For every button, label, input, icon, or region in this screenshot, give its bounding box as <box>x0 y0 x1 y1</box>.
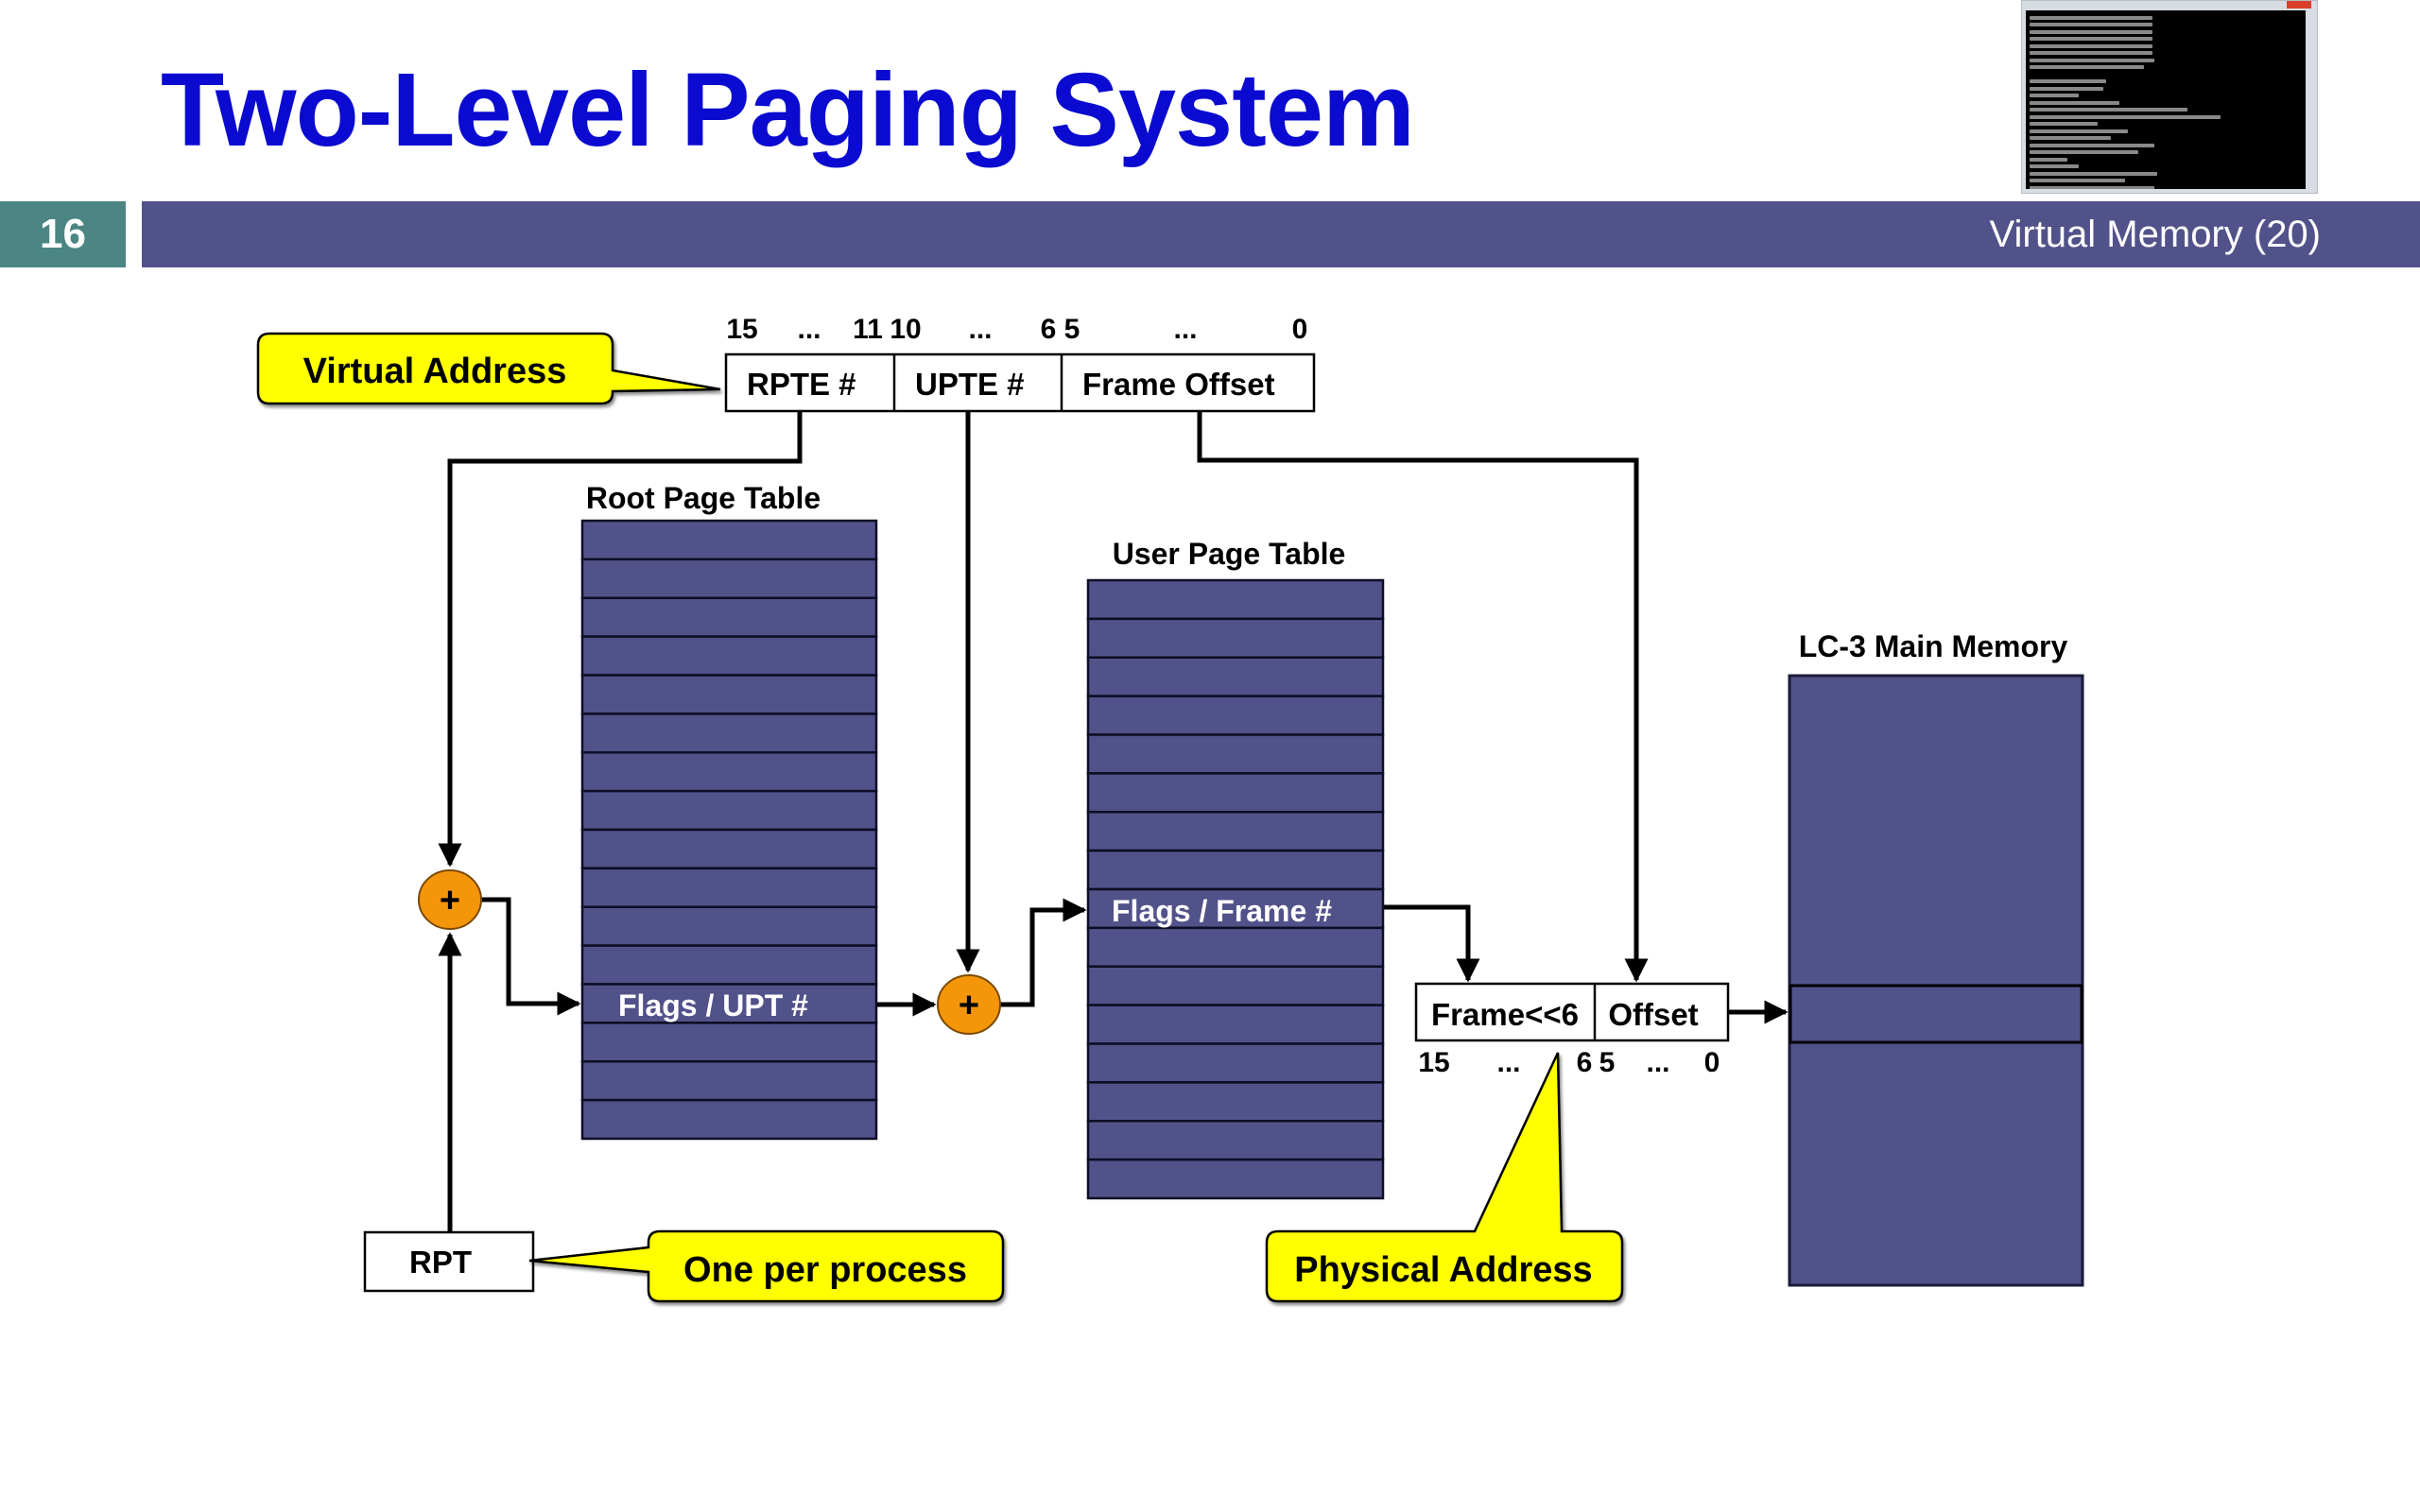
root-page-table-row <box>580 558 878 599</box>
root-page-table-row <box>580 1098 878 1141</box>
connector-lines <box>438 411 1789 1232</box>
main-memory-label: LC-3 Main Memory <box>1799 629 2068 663</box>
root-page-table-row <box>580 867 878 908</box>
terminal-thumbnail <box>2021 0 2318 194</box>
user-page-table-row <box>1086 617 1385 659</box>
pa-bit-label: ... <box>1496 1047 1520 1078</box>
va-bit-label: ... <box>1173 314 1197 345</box>
header-bar <box>142 201 2420 267</box>
root-page-table-row <box>580 983 878 1024</box>
pa-field-frame: Frame<<6 <box>1431 997 1579 1032</box>
user-page-table-row <box>1086 887 1385 930</box>
va-bit-label: 5 <box>1064 314 1080 345</box>
rpte-to-adder1-line <box>438 411 803 868</box>
user-page-table-row <box>1086 1158 1385 1200</box>
va-bit-label: 15 <box>726 314 757 345</box>
pa-bit-label: 15 <box>1418 1047 1449 1078</box>
root-page-table-row <box>580 1060 878 1102</box>
user-page-table-row <box>1086 1120 1385 1161</box>
section-label: Virtual Memory (20) <box>1989 214 2321 255</box>
user-page-table <box>1086 578 1385 1200</box>
va-field-frame-offset: Frame Offset <box>1082 367 1275 402</box>
va-bit-label: 11 <box>853 314 883 345</box>
root-page-table-row <box>580 751 878 793</box>
rpt-register-label: RPT <box>409 1245 472 1280</box>
virtual-address-bit-labels: 15 ... 11 10 ... 6 5 ... 0 <box>726 314 1307 345</box>
adder1-to-rpt-table-line <box>481 897 581 1016</box>
root-page-table-row <box>580 713 878 754</box>
pa-bit-label: ... <box>1646 1047 1669 1078</box>
slide-title: Two-Level Paging System <box>161 52 1415 168</box>
plus-icon: + <box>440 881 460 920</box>
virtual-address-callout-text: Virtual Address <box>303 352 567 391</box>
root-page-table-entry-text: Flags / UPT # <box>618 988 808 1022</box>
physical-address-callout-text: Physical Address <box>1294 1250 1592 1290</box>
adder-user: + <box>937 974 1001 1035</box>
root-page-table-row <box>580 519 878 561</box>
user-page-table-row <box>1086 772 1385 814</box>
user-page-table-row <box>1086 1042 1385 1084</box>
pa-field-offset: Offset <box>1608 997 1698 1032</box>
user-page-table-row <box>1086 695 1385 736</box>
user-page-table-row <box>1086 1081 1385 1123</box>
offset-to-physical-line <box>1197 411 1649 983</box>
physical-address-bit-labels: 15 ... 6 5 ... 0 <box>1418 1047 1720 1078</box>
root-page-table-row <box>580 635 878 677</box>
upt-to-frame-line <box>1383 904 1480 983</box>
va-bit-label: 0 <box>1292 314 1308 345</box>
rpt-register-box <box>363 1230 535 1293</box>
physical-address-callout <box>1265 1052 1624 1303</box>
user-page-table-row <box>1086 578 1385 621</box>
user-page-table-row <box>1086 849 1385 891</box>
va-bit-label: ... <box>797 314 821 345</box>
root-page-table-row <box>580 1022 878 1063</box>
va-field-upte: UPTE # <box>915 367 1025 402</box>
virtual-address-box <box>724 352 1316 413</box>
user-page-table-row <box>1086 1004 1385 1045</box>
main-memory-target-word <box>1789 984 2083 1044</box>
pa-bit-label: 0 <box>1704 1047 1720 1078</box>
plus-icon: + <box>959 986 979 1025</box>
root-page-table-row <box>580 789 878 832</box>
physical-address-box <box>1414 982 1730 1042</box>
user-page-table-label: User Page Table <box>1113 537 1346 571</box>
page-number-box: 16 <box>0 201 126 267</box>
va-bit-label: ... <box>968 314 992 345</box>
adder-root: + <box>418 869 482 930</box>
va-field-rpte: RPTE # <box>747 367 856 402</box>
root-page-table-label: Root Page Table <box>586 481 821 515</box>
one-per-process-callout-text: One per process <box>683 1250 967 1290</box>
va-bit-label: 10 <box>890 314 921 345</box>
virtual-address-callout <box>256 332 721 405</box>
root-page-table-row <box>580 944 878 986</box>
terminal-screen <box>2026 10 2306 189</box>
va-bit-label: 6 <box>1041 314 1057 345</box>
root-page-table-row <box>580 674 878 715</box>
user-page-table-row <box>1086 733 1385 775</box>
user-page-table-row <box>1086 811 1385 852</box>
root-page-table <box>580 519 878 1141</box>
user-page-table-row <box>1086 926 1385 968</box>
pa-bit-label: 5 <box>1599 1047 1616 1078</box>
main-memory-block <box>1788 674 2084 1287</box>
root-page-table-row <box>580 905 878 947</box>
one-per-process-callout <box>528 1229 1005 1303</box>
window-close-icon <box>2287 1 2311 9</box>
root-page-table-row <box>580 596 878 638</box>
user-page-table-row <box>1086 965 1385 1006</box>
pa-bit-label: 6 <box>1577 1047 1593 1078</box>
user-page-table-entry-text: Flags / Frame # <box>1112 894 1332 928</box>
adder2-to-upt-line <box>1000 898 1087 1007</box>
user-page-table-row <box>1086 656 1385 697</box>
root-page-table-row <box>580 828 878 870</box>
page-number: 16 <box>40 211 86 257</box>
